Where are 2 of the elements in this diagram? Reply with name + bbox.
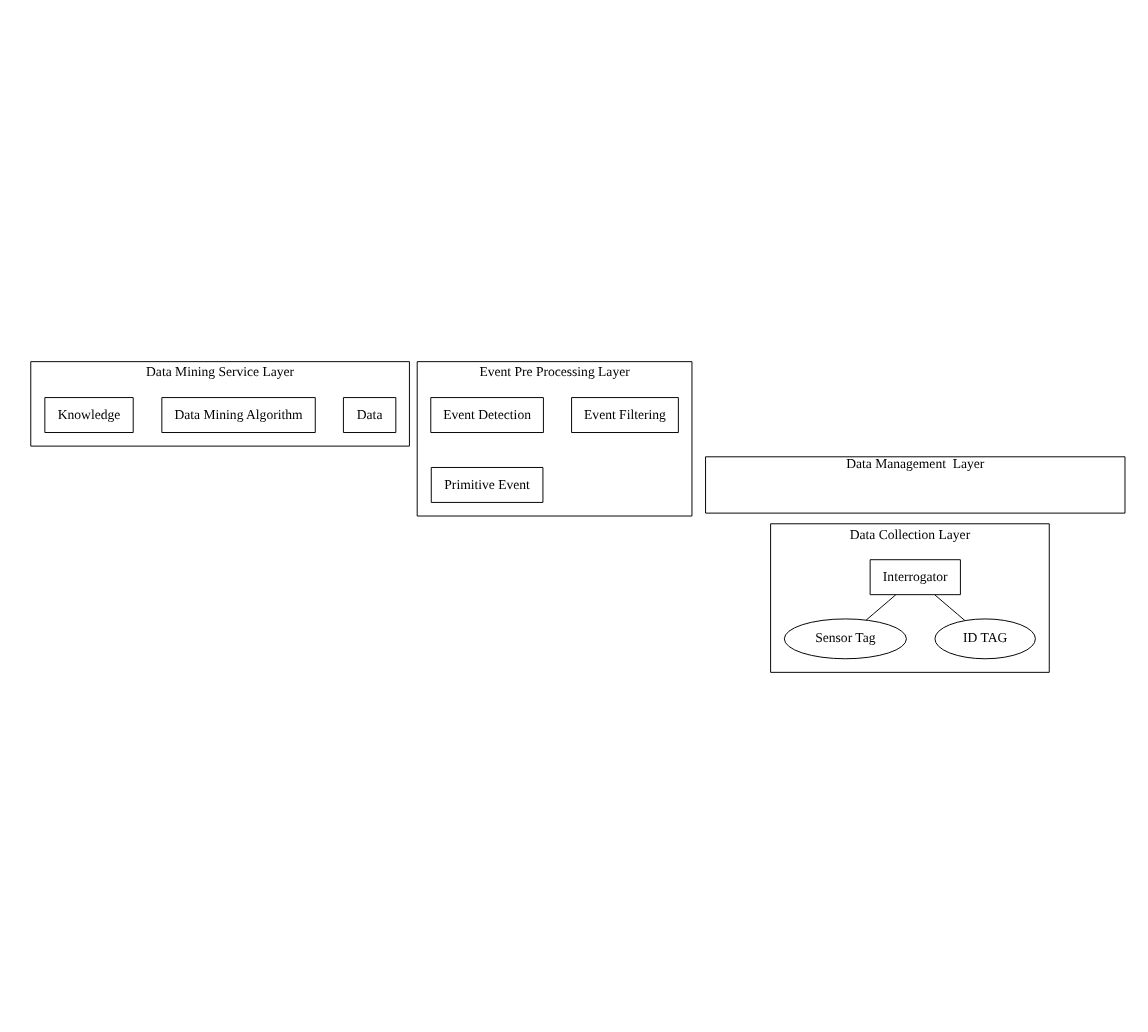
connector xyxy=(865,593,897,620)
connector xyxy=(934,593,966,620)
